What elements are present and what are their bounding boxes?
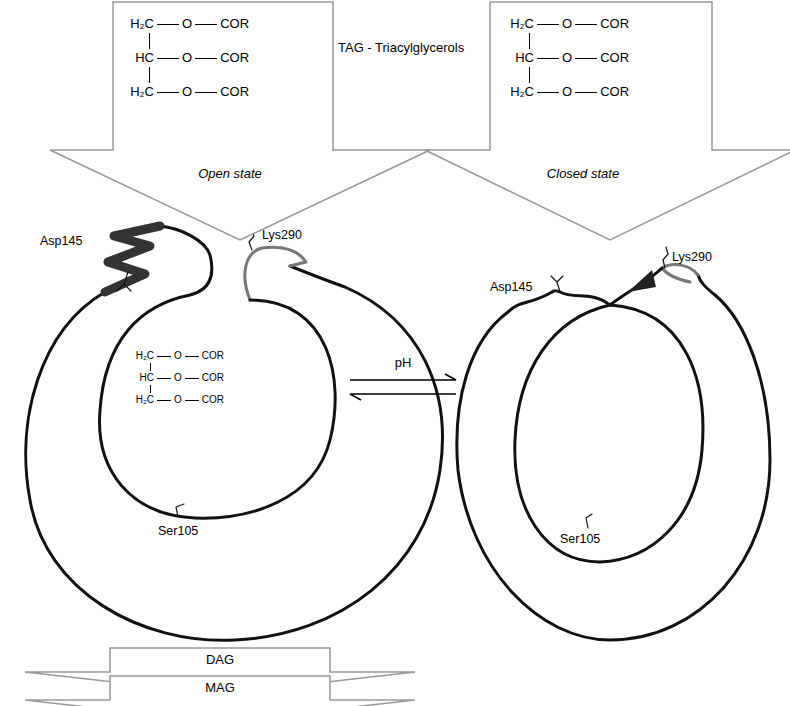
strand-wedge xyxy=(628,270,656,292)
bond-line xyxy=(157,24,179,25)
formula-atom: H₂C xyxy=(510,16,534,32)
formula-atom: H₂C xyxy=(136,394,154,406)
formula-atom: H₂C xyxy=(136,350,154,362)
formula-atom: COR xyxy=(202,350,224,362)
protein-cartoon: Asp145 Lys290H₂C O COR HC O COR H₂C O COR Ser105 xyxy=(15,215,348,640)
formula-atom: HC xyxy=(515,50,534,66)
formula-atom: HC xyxy=(140,372,154,384)
arrow-shape xyxy=(425,2,790,242)
bond-line xyxy=(157,58,179,59)
product-arrow: MAG xyxy=(25,676,415,706)
lid-loop xyxy=(662,265,698,282)
formula-atom: H₂C xyxy=(130,16,154,32)
side-chain xyxy=(586,514,592,528)
protein-chain xyxy=(100,226,336,518)
formula-atom: O xyxy=(174,394,182,406)
arrow-outline xyxy=(25,676,415,706)
protein-chain xyxy=(457,275,770,640)
bond-line xyxy=(195,24,217,25)
node-label: Asp145 xyxy=(40,234,82,249)
protein-chain xyxy=(610,268,662,305)
bond-line xyxy=(537,24,559,25)
bond-line xyxy=(575,92,597,93)
side-chain xyxy=(176,504,184,517)
node-label: Ser105 xyxy=(158,524,198,539)
side-chain xyxy=(663,247,668,268)
formula-atom: HC xyxy=(135,50,154,66)
formula-atom: H₂C xyxy=(130,84,154,100)
bond-line xyxy=(529,33,530,49)
formula-atom: O xyxy=(182,50,192,66)
lid-loop xyxy=(245,247,306,300)
arrow-outline xyxy=(50,2,430,240)
bond-line xyxy=(195,58,217,59)
helix xyxy=(105,226,160,292)
formula-atom: COR xyxy=(220,84,249,100)
bond-line xyxy=(537,58,559,59)
bond-line xyxy=(185,378,199,379)
formula-atom: H₂C xyxy=(510,84,534,100)
formula-atom: COR xyxy=(600,84,629,100)
formula-atom: O xyxy=(562,84,572,100)
formula-atom: COR xyxy=(600,16,629,32)
node-label: Lys290 xyxy=(672,250,712,265)
formula-atom: COR xyxy=(202,372,224,384)
formula-atom: O xyxy=(182,84,192,100)
formula-atom: COR xyxy=(220,50,249,66)
protein-cartoon: Lys290Asp145Ser105 xyxy=(458,215,775,640)
formula-atom: COR xyxy=(600,50,629,66)
bond-line xyxy=(185,356,199,357)
node-label: Asp145 xyxy=(490,280,532,295)
formula-atom: O xyxy=(174,350,182,362)
protein-chain xyxy=(552,291,610,306)
bond-line xyxy=(185,400,199,401)
formula-atom: COR xyxy=(220,16,249,32)
formula-atom: O xyxy=(562,50,572,66)
edge-label: pH xyxy=(393,355,414,371)
bond-line xyxy=(157,92,179,93)
node-label: MAG xyxy=(205,680,235,696)
bond-line xyxy=(149,67,150,83)
bond-line xyxy=(529,67,530,83)
formula-atom: COR xyxy=(202,394,224,406)
bond-line xyxy=(575,24,597,25)
protein-chain xyxy=(515,305,703,562)
node-label: Lys290 xyxy=(262,228,302,243)
bond-line xyxy=(195,92,217,93)
bond-line xyxy=(150,363,151,371)
node-label: DAG xyxy=(206,652,234,668)
node-label: Ser105 xyxy=(560,532,600,547)
bond-line xyxy=(157,356,171,357)
formula-atom: O xyxy=(182,16,192,32)
node-label: Closed state xyxy=(547,166,619,182)
node-label: Open state xyxy=(198,166,262,182)
figure-label: TAG - Triacylglycerols xyxy=(338,40,464,56)
formula-atom: O xyxy=(174,372,182,384)
side-chain xyxy=(551,276,563,292)
bond-line xyxy=(575,58,597,59)
side-chain xyxy=(117,272,131,291)
bond-line xyxy=(157,378,171,379)
bond-line xyxy=(149,33,150,49)
protein-chain xyxy=(26,266,443,640)
arrow-outline xyxy=(425,2,790,240)
substrate-arrow: H₂C O COR HC O COR H₂C O COR Closed state xyxy=(425,2,790,242)
formula-atom: O xyxy=(562,16,572,32)
bond-line xyxy=(150,385,151,393)
bond-line xyxy=(537,92,559,93)
arrow-shape xyxy=(50,2,430,242)
substrate-arrow: H₂C O COR HC O COR H₂C O COR Open state xyxy=(50,2,430,242)
equilibrium-arrow xyxy=(350,374,456,400)
bond-line xyxy=(157,400,171,401)
